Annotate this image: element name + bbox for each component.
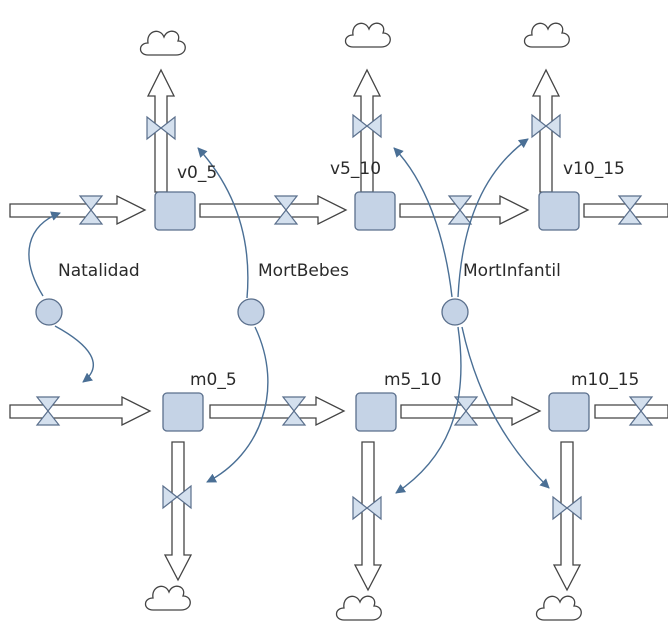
stock-v10-15[interactable] xyxy=(538,191,580,231)
info-link xyxy=(393,147,453,298)
flow-valve[interactable] xyxy=(352,495,382,521)
flow-pipe-right xyxy=(399,194,530,226)
aux-mort-bebes[interactable] xyxy=(237,298,265,326)
flow-valve[interactable] xyxy=(617,195,643,225)
flow-pipe-right xyxy=(400,395,542,427)
aux-label-natalidad: Natalidad xyxy=(58,261,140,281)
info-link xyxy=(461,326,550,489)
stock-m10-15[interactable] xyxy=(548,392,590,432)
flow-valve[interactable] xyxy=(281,396,307,426)
aux-label-mort-bebes: MortBebes xyxy=(258,261,349,281)
info-link xyxy=(395,326,462,494)
stock-label-v5-10: v5_10 xyxy=(330,159,381,179)
flow-pipe-down xyxy=(552,441,582,592)
flow-valve[interactable] xyxy=(628,396,654,426)
stock-label-m0-5: m0_5 xyxy=(190,370,237,390)
flow-valve[interactable] xyxy=(273,195,299,225)
flow-valve[interactable] xyxy=(35,396,61,426)
aux-mort-infantil[interactable] xyxy=(441,298,469,326)
flow-pipe-right xyxy=(9,395,152,427)
cloud-icon xyxy=(335,595,382,621)
flow-pipe-up xyxy=(531,68,561,193)
flow-pipe-right xyxy=(583,203,668,218)
flow-pipe-down xyxy=(353,441,383,592)
stock-label-v0-5: v0_5 xyxy=(177,163,217,183)
stock-label-v10-15: v10_15 xyxy=(563,159,625,179)
flow-pipe-right xyxy=(209,395,346,427)
cloud-icon xyxy=(523,22,570,48)
flow-pipe-up xyxy=(352,68,382,193)
flow-valve[interactable] xyxy=(78,195,104,225)
flow-pipe-right xyxy=(199,194,348,226)
info-link xyxy=(54,325,94,383)
aux-label-mort-infantil: MortInfantil xyxy=(463,261,561,281)
flow-valve[interactable] xyxy=(453,396,479,426)
info-link xyxy=(197,147,249,299)
flow-valve[interactable] xyxy=(552,495,582,521)
stock-v5-10[interactable] xyxy=(354,191,396,231)
info-link xyxy=(457,138,529,298)
stock-label-m10-15: m10_15 xyxy=(571,370,639,390)
flow-pipe-down xyxy=(163,441,193,582)
cloud-icon xyxy=(144,585,191,611)
stock-v0-5[interactable] xyxy=(154,191,196,231)
flow-pipe-up xyxy=(146,68,176,193)
flow-valve[interactable] xyxy=(162,484,192,510)
cloud-icon xyxy=(535,595,582,621)
stock-m0-5[interactable] xyxy=(162,392,204,432)
cloud-icon xyxy=(139,30,186,56)
info-link xyxy=(206,326,269,483)
flow-pipe-right xyxy=(9,194,147,226)
stock-m5-10[interactable] xyxy=(355,392,397,432)
cloud-icon xyxy=(344,22,391,48)
stock-label-m5-10: m5_10 xyxy=(384,370,442,390)
flow-valve[interactable] xyxy=(146,115,176,141)
aux-natalidad[interactable] xyxy=(35,298,63,326)
flow-pipe-right xyxy=(594,404,668,419)
flow-valve[interactable] xyxy=(447,195,473,225)
info-link xyxy=(28,211,61,297)
flow-valve[interactable] xyxy=(531,113,561,139)
flow-valve[interactable] xyxy=(352,113,382,139)
